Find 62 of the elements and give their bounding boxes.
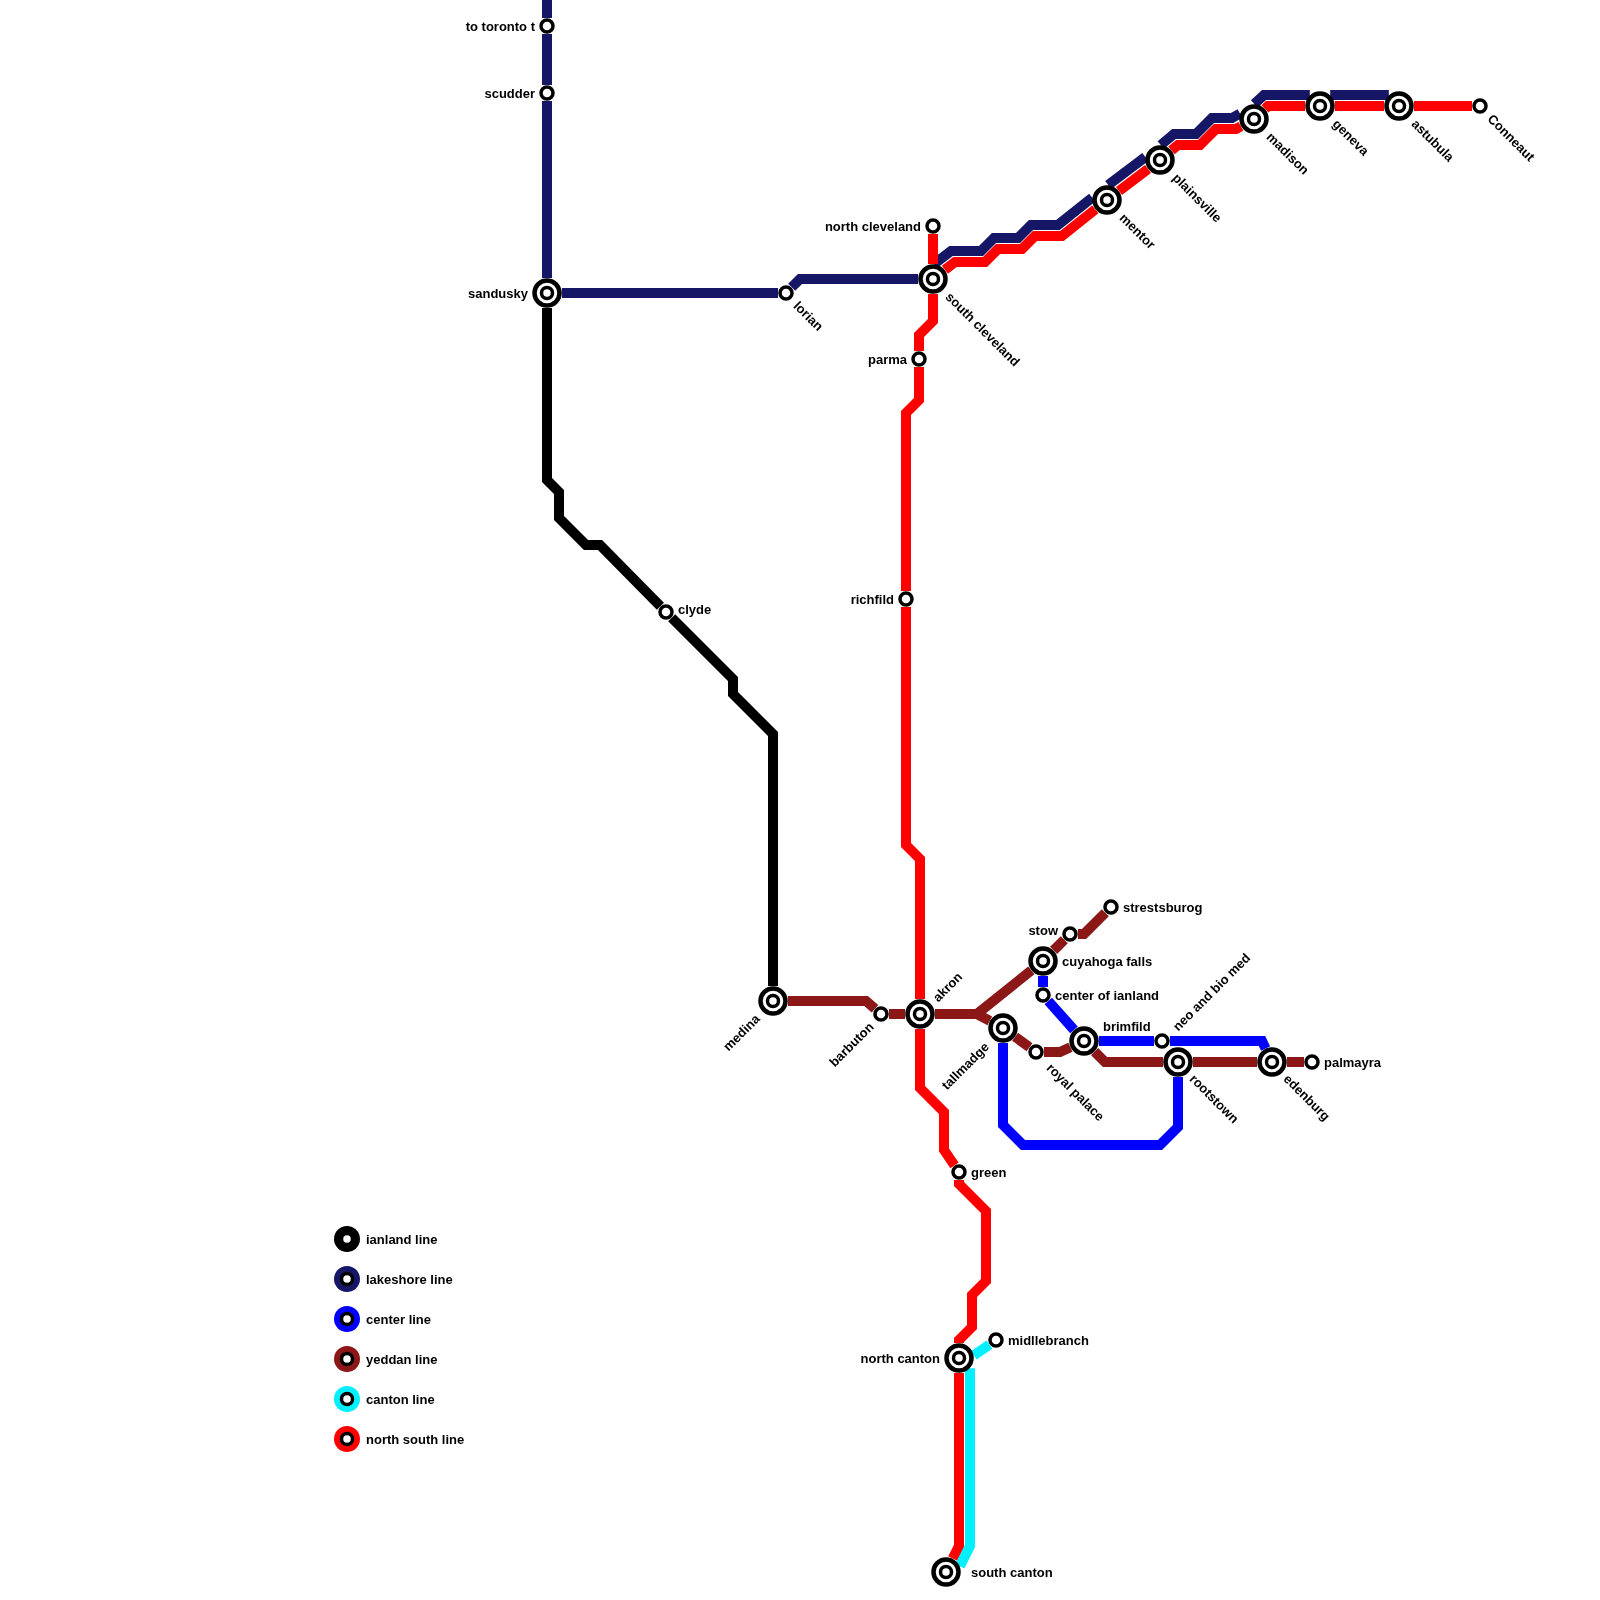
- route-line: [1261, 101, 1305, 113]
- route-line: [928, 234, 938, 264]
- route-line: [1012, 1032, 1033, 1052]
- legend-label: lakeshore line: [366, 1271, 453, 1287]
- route-line: [1157, 109, 1243, 149]
- route-line: [1078, 909, 1109, 939]
- route-line: [1044, 1042, 1073, 1057]
- station-label: sandusky: [468, 285, 528, 301]
- station-label: midllebranch: [1008, 1332, 1089, 1348]
- route-line: [948, 1373, 964, 1561]
- route-line: [668, 614, 778, 986]
- route-line: [788, 996, 879, 1013]
- route-line: [1050, 936, 1068, 954]
- route-line: [901, 367, 924, 591]
- route-line: [788, 274, 918, 291]
- route-line: [998, 1043, 1183, 1150]
- route-line: [542, 0, 552, 18]
- route-line: [562, 288, 778, 298]
- route-line: [955, 1368, 975, 1569]
- station-label: parma: [867, 351, 907, 367]
- route-line: [1414, 101, 1472, 111]
- station-label: north cleveland: [824, 218, 921, 234]
- legend-label: ianland line: [366, 1231, 438, 1247]
- route-line: [1116, 165, 1151, 195]
- route-line: [1099, 1036, 1154, 1046]
- route-line: [1287, 1057, 1304, 1067]
- route-line: [1168, 121, 1244, 155]
- legend-label: canton line: [366, 1391, 435, 1407]
- station-label: center of ianland: [1055, 987, 1160, 1003]
- legend-label: yeddan line: [366, 1351, 438, 1367]
- route-line: [970, 1340, 993, 1360]
- route-line: [542, 101, 552, 278]
- legend-label: center line: [366, 1311, 432, 1327]
- legend-label: north south line: [366, 1431, 465, 1447]
- route-line: [901, 607, 925, 999]
- station-label: green: [971, 1164, 1007, 1180]
- route-line: [1330, 90, 1389, 100]
- station-label: to toronto t: [465, 18, 535, 34]
- route-line: [1170, 1036, 1271, 1051]
- station-label: strestsburog: [1123, 899, 1203, 915]
- route-line: [1250, 90, 1310, 108]
- route-line: [542, 34, 552, 85]
- station-label: south canton: [971, 1564, 1053, 1580]
- station-label: clyde: [678, 601, 712, 617]
- station-label: richfild: [850, 591, 894, 607]
- route-line: [889, 1009, 905, 1019]
- route-line: [1038, 976, 1048, 987]
- route-line: [914, 294, 938, 351]
- station-label: brimfild: [1103, 1018, 1151, 1034]
- route-line: [542, 308, 664, 610]
- route-line: [1044, 997, 1078, 1034]
- station-label: palmayra: [1324, 1054, 1382, 1070]
- route-line: [1193, 1057, 1257, 1067]
- station-label: scudder: [484, 85, 535, 101]
- station-label: cuyahoga falls: [1062, 953, 1153, 969]
- station-label: north canton: [860, 1350, 940, 1366]
- route-line: [1335, 101, 1384, 111]
- route-line: [1091, 1048, 1163, 1067]
- route-line: [954, 1179, 991, 1345]
- route-line: [915, 1029, 959, 1169]
- route-line: [941, 205, 1099, 274]
- station-label: stow: [1028, 922, 1058, 938]
